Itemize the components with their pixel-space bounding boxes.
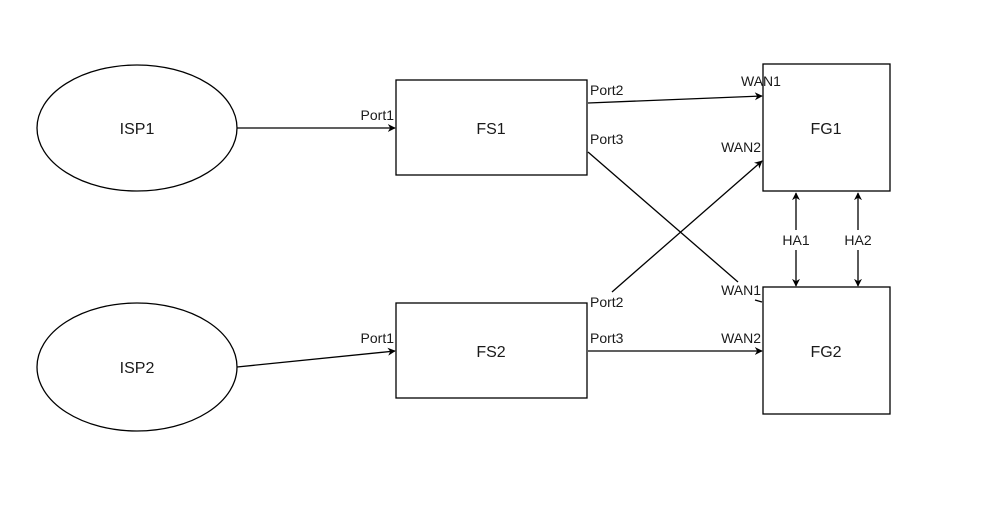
- label-fs2-port3: Port3: [590, 330, 624, 346]
- node-fs1-label: FS1: [476, 121, 505, 138]
- label-fg2-wan1: WAN1: [721, 282, 761, 298]
- label-ha2: HA2: [844, 232, 871, 248]
- node-fs1[interactable]: FS1: [395, 79, 588, 176]
- ha2-label-bg: [840, 230, 876, 250]
- label-ha1: HA1: [782, 232, 809, 248]
- edge-isp2-fs2: [236, 347, 396, 368]
- label-fs2-port2: Port2: [590, 294, 624, 310]
- edge-fs1-fg1: [587, 92, 763, 104]
- ha1-label-bg: [778, 230, 814, 250]
- label-fg2-wan2: WAN2: [721, 330, 761, 346]
- fg2-wan1-arrow-tick: [754, 299, 763, 303]
- node-isp2[interactable]: ISP2: [36, 302, 238, 432]
- node-isp2-label: ISP2: [120, 360, 155, 377]
- label-fs1-port2: Port2: [590, 82, 624, 98]
- node-fs2[interactable]: FS2: [395, 302, 588, 399]
- label-fg1-wan1: WAN1: [741, 73, 781, 89]
- node-fs2-label: FS2: [476, 344, 505, 361]
- label-isp1-port1: Port1: [361, 107, 395, 123]
- edge-fs2-fg1: [611, 160, 763, 293]
- node-fg2-label: FG2: [810, 344, 841, 361]
- edge-fs1-fg2: [587, 151, 739, 283]
- node-fg1[interactable]: FG1: [762, 63, 891, 192]
- node-isp1[interactable]: ISP1: [36, 64, 238, 192]
- label-fs1-port3: Port3: [590, 131, 624, 147]
- node-isp1-label: ISP1: [120, 121, 155, 138]
- label-fg1-wan2: WAN2: [721, 139, 761, 155]
- label-isp2-port1: Port1: [361, 330, 395, 346]
- node-fg2[interactable]: FG2: [762, 286, 891, 415]
- node-fg1-label: FG1: [810, 121, 841, 138]
